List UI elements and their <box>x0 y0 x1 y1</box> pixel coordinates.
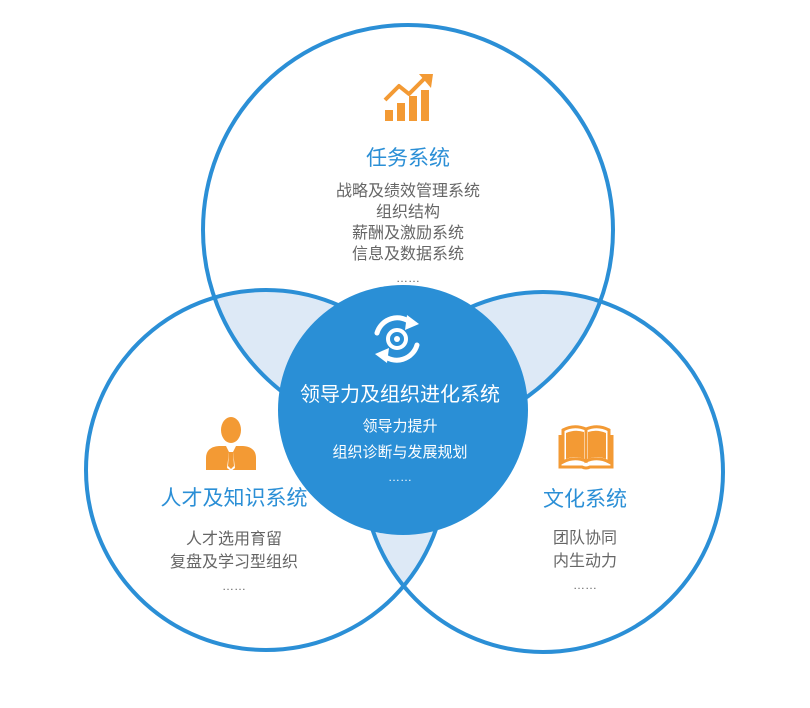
growth-chart-icon <box>383 74 433 121</box>
center-item: 组织诊断与发展规划 <box>332 444 467 461</box>
person-icon <box>206 417 256 471</box>
center-item: 领导力提升 <box>362 418 437 435</box>
task-item: 信息及数据系统 <box>352 245 464 263</box>
culture-item: 内生动力 <box>553 552 617 570</box>
center-item: …… <box>388 470 412 484</box>
center-title: 领导力及组织进化系统 <box>300 383 500 406</box>
book-icon <box>558 425 614 470</box>
talent-title: 人才及知识系统 <box>161 487 308 510</box>
task-item: …… <box>396 271 420 285</box>
task-item: 组织结构 <box>376 203 440 221</box>
culture-title: 文化系统 <box>543 488 627 511</box>
talent-item: 复盘及学习型组织 <box>170 552 298 571</box>
talent-item: 人才选用育留 <box>186 530 282 548</box>
task-item: 战略及绩效管理系统 <box>336 182 480 200</box>
talent-item: …… <box>222 579 246 593</box>
culture-item: …… <box>573 578 597 592</box>
refresh-gear-icon <box>374 315 420 363</box>
task-item: 薪酬及激励系统 <box>352 224 464 242</box>
culture-item: 团队协同 <box>553 529 617 547</box>
center-circle <box>278 285 528 535</box>
task-title: 任务系统 <box>366 147 450 170</box>
